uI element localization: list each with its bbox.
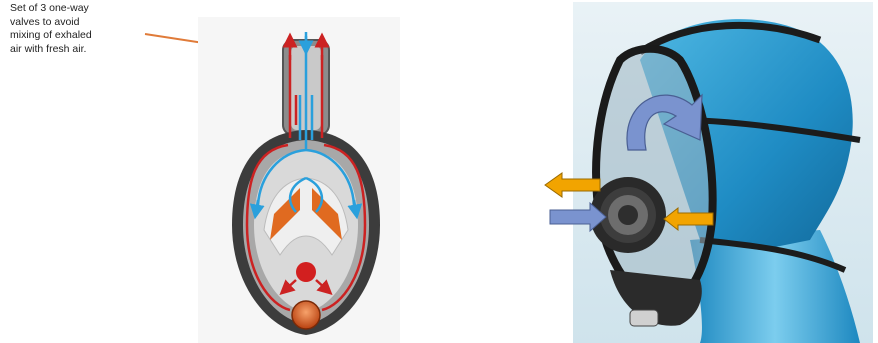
exhale-dot [296, 262, 316, 282]
chin-valve-dome [292, 301, 320, 329]
respirator-photo [545, 2, 873, 343]
snorkel-mask-diagram [198, 17, 400, 343]
